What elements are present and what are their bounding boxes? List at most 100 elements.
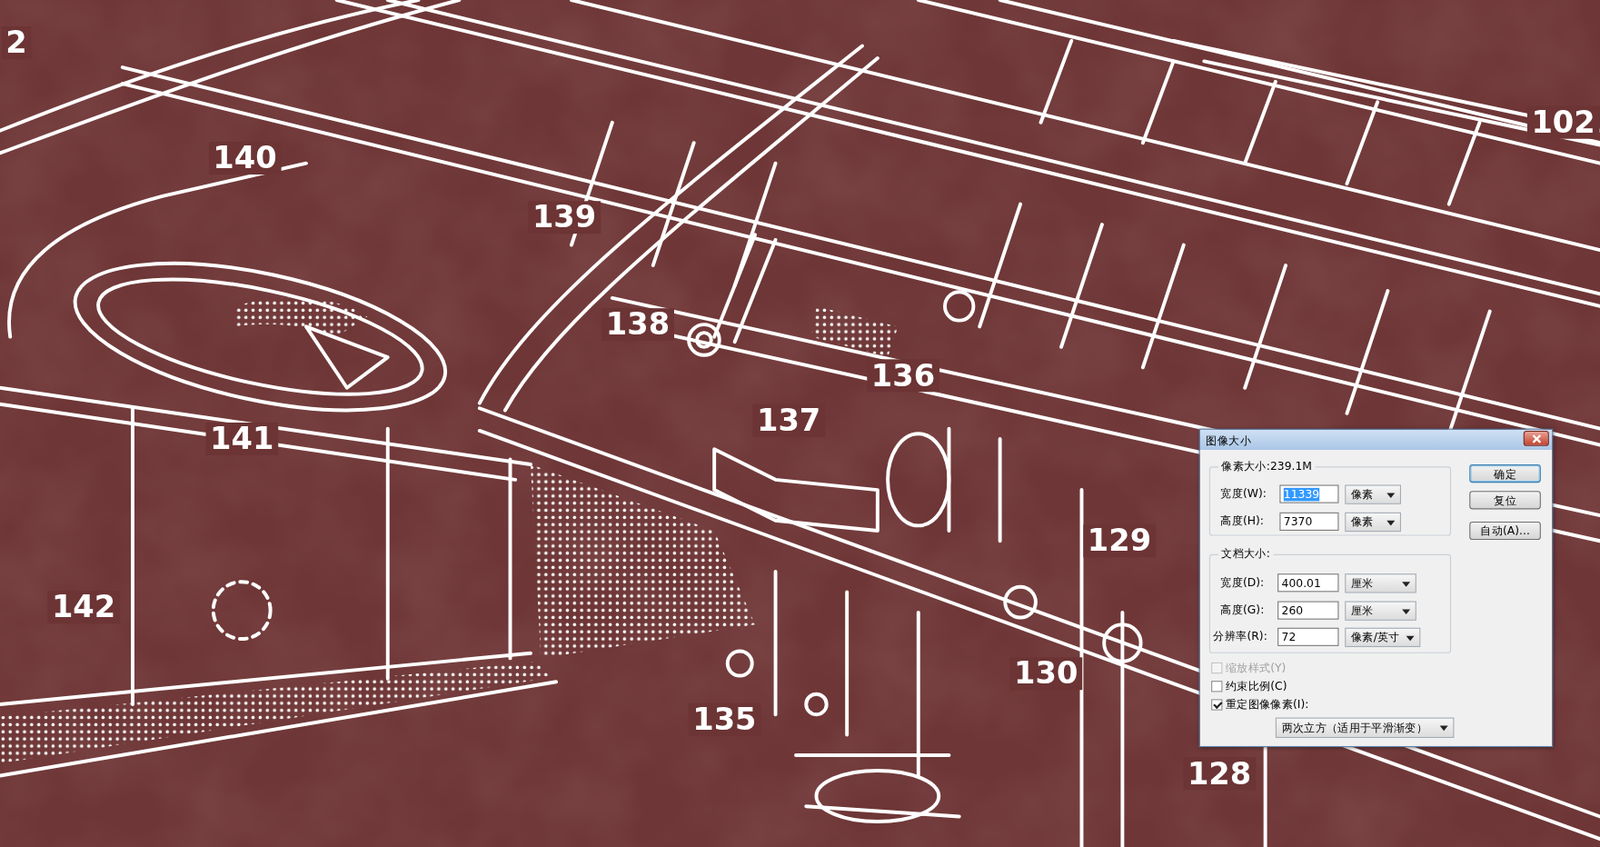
dropdown: 像素 (1344, 484, 1402, 504)
dropdown: 厘米 (1344, 573, 1417, 593)
callout-number: 139 (527, 200, 600, 234)
control-text: 厘米 (1351, 575, 1374, 591)
frame-lines (979, 204, 1491, 435)
frame-lines (0, 0, 459, 153)
frame-lines (571, 0, 1600, 250)
frame-lines (696, 332, 712, 348)
button: 自动(A)... (1469, 521, 1541, 540)
frame-lines (0, 653, 531, 705)
frame-lines (1203, 60, 1600, 145)
frame-lines (0, 387, 531, 465)
checkbox (1211, 662, 1223, 674)
field-label: 分辨率(R): (1212, 629, 1267, 644)
control-text: 11339 (1283, 486, 1320, 501)
frame-lines (815, 770, 939, 822)
field-label: 宽度(D): (1220, 575, 1264, 589)
frame-lines (0, 0, 418, 131)
checkbox (1211, 680, 1223, 692)
callout-number: 102 (1527, 106, 1600, 140)
callout-number: 2 (1, 26, 31, 60)
checkbox (1211, 698, 1223, 710)
frame-lines (688, 324, 720, 356)
callout-number: 142 (47, 590, 120, 624)
callout-number: 130 (1010, 656, 1083, 690)
control-text: 确定 (1493, 466, 1517, 482)
frame-lines (306, 326, 388, 388)
frame-lines (122, 67, 1600, 429)
control-text: 像素/英寸 (1351, 629, 1401, 646)
frame-lines (714, 448, 878, 531)
frame-lines (571, 122, 776, 287)
frame-lines (89, 256, 432, 418)
control-text: 260 (1281, 603, 1304, 617)
callout-number: 136 (866, 358, 939, 392)
control-text: 两次立方（适用于平滑渐变） (1281, 719, 1429, 736)
frame-lines (122, 83, 1600, 446)
control-text: 400.01 (1281, 576, 1322, 590)
frame-lines (9, 163, 307, 338)
frame-lines (387, 0, 1600, 294)
frame-lines (505, 58, 878, 410)
callout-number: 129 (1083, 524, 1155, 557)
callout-number: 141 (206, 422, 279, 456)
frame-lines (213, 581, 271, 639)
dropdown: 像素 (1344, 512, 1402, 532)
control-text: 像素 (1351, 514, 1374, 530)
close-button (1523, 430, 1550, 447)
button: 确定 (1469, 464, 1541, 483)
text-field: 72 (1277, 627, 1339, 646)
frame-lines (948, 428, 1000, 542)
frame-lines (0, 681, 557, 776)
frame-lines (1000, 0, 1600, 143)
callout-number: 135 (688, 703, 761, 736)
control-text: 像素 (1351, 486, 1374, 503)
control-text: 7370 (1283, 515, 1312, 529)
text-field: 260 (1277, 601, 1339, 620)
dialog-title: 图像大小 (1205, 432, 1251, 448)
callout-number: 128 (1182, 756, 1255, 790)
frame-lines (775, 571, 919, 776)
callout-number: 138 (601, 308, 674, 341)
control-text: 自动(A)... (1480, 523, 1531, 539)
text-field: 400.01 (1277, 573, 1339, 592)
frame-lines (62, 235, 458, 438)
field-label: 高度(H): (1220, 514, 1264, 528)
dropdown: 两次立方（适用于平滑渐变） (1275, 717, 1455, 738)
checkbox-label: 约束比例(C) (1225, 679, 1288, 694)
frame-lines (918, 0, 1600, 164)
frame-lines (805, 694, 826, 715)
frame-lines (1103, 624, 1141, 661)
dropdown: 厘米 (1344, 601, 1417, 621)
callout-number: 137 (752, 404, 825, 438)
field-label: 宽度(W): (1220, 486, 1267, 501)
control-text: 厘米 (1351, 603, 1374, 619)
control-text: 复位 (1493, 492, 1517, 508)
mesh-panel (234, 297, 368, 337)
checkbox-label: 缩放样式(Y) (1225, 661, 1287, 676)
frame-lines (1004, 586, 1036, 618)
checkbox-label: 重定图像像素(I): (1225, 697, 1310, 712)
frame-lines (508, 458, 513, 658)
group-heading: 文档大小: (1218, 546, 1273, 562)
field-label: 高度(G): (1220, 603, 1264, 617)
control-text: 72 (1281, 630, 1297, 645)
frame-lines (479, 46, 863, 404)
frame-lines (130, 407, 135, 705)
frame-lines (887, 433, 949, 526)
callout-number: 140 (208, 141, 281, 175)
frame-lines (1041, 40, 1481, 205)
frame-lines (386, 428, 390, 679)
group-heading: 像素大小:239.1M (1218, 458, 1315, 474)
frame-lines (337, 0, 1600, 307)
check-mark (1212, 699, 1223, 709)
frame-lines (479, 407, 1600, 816)
text-field: 11339 (1279, 484, 1339, 503)
button: 复位 (1469, 490, 1541, 509)
dropdown: 像素/英寸 (1344, 627, 1421, 647)
text-field: 7370 (1279, 512, 1339, 531)
frame-lines (0, 404, 516, 480)
